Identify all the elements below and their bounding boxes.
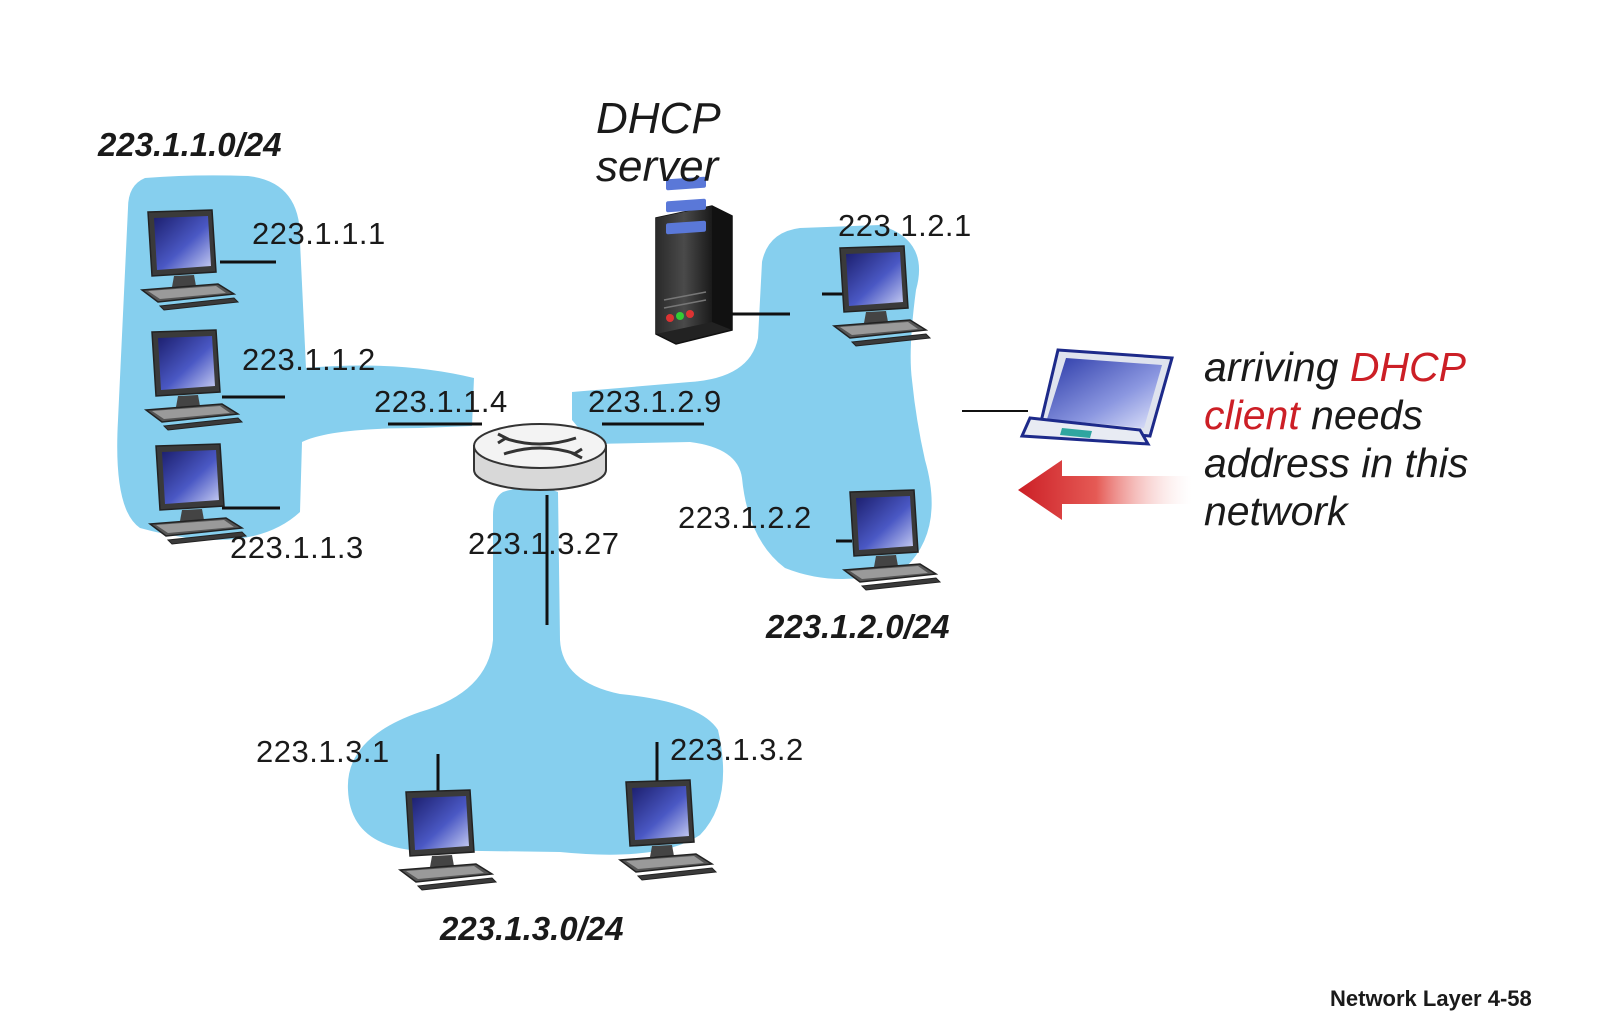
client-note-word-arriving: arriving: [1204, 344, 1339, 390]
laptop-dhcp-client-icon: [1019, 348, 1174, 446]
subnet-label-2: 223.1.2.0/24: [766, 608, 950, 645]
client-note-word-dhcp: DHCP: [1349, 344, 1467, 390]
client-note-line2: client needs: [1204, 392, 1423, 438]
client-note-word-client: client: [1204, 392, 1300, 438]
client-note-line1: arriving DHCP: [1204, 344, 1466, 390]
dhcp-server-label-line2: server: [596, 142, 719, 191]
ip-label-223-1-2-2: 223.1.2.2: [678, 500, 812, 535]
ip-label-223-1-1-3: 223.1.1.3: [230, 530, 364, 565]
dhcp-server-icon: [655, 176, 733, 345]
slide-footer: Network Layer 4-58: [1330, 986, 1532, 1011]
subnet-3-region: [347, 487, 724, 855]
ip-label-223-1-2-1: 223.1.2.1: [838, 208, 972, 243]
ip-label-223-1-3-2: 223.1.3.2: [670, 732, 804, 767]
client-note-line3: address in this: [1204, 440, 1469, 486]
client-note-line4: network: [1204, 488, 1348, 534]
ip-label-223-1-2-9: 223.1.2.9: [588, 384, 722, 419]
subnet-label-1: 223.1.1.0/24: [98, 126, 282, 163]
ip-label-223-1-1-1: 223.1.1.1: [252, 216, 386, 251]
subnet-2-region: [572, 225, 932, 579]
dhcp-server-label-line1: DHCP: [596, 94, 721, 143]
ip-label-223-1-3-1: 223.1.3.1: [256, 734, 390, 769]
client-note-word-needs: needs: [1311, 392, 1423, 438]
ip-label-223-1-1-4: 223.1.1.4: [374, 384, 508, 419]
ip-label-223-1-3-27: 223.1.3.27: [468, 526, 620, 561]
router-icon: [473, 423, 607, 491]
ip-label-223-1-1-2: 223.1.1.2: [242, 342, 376, 377]
subnet-label-3: 223.1.3.0/24: [440, 910, 624, 947]
arrow-toward-network: [1018, 460, 1192, 520]
